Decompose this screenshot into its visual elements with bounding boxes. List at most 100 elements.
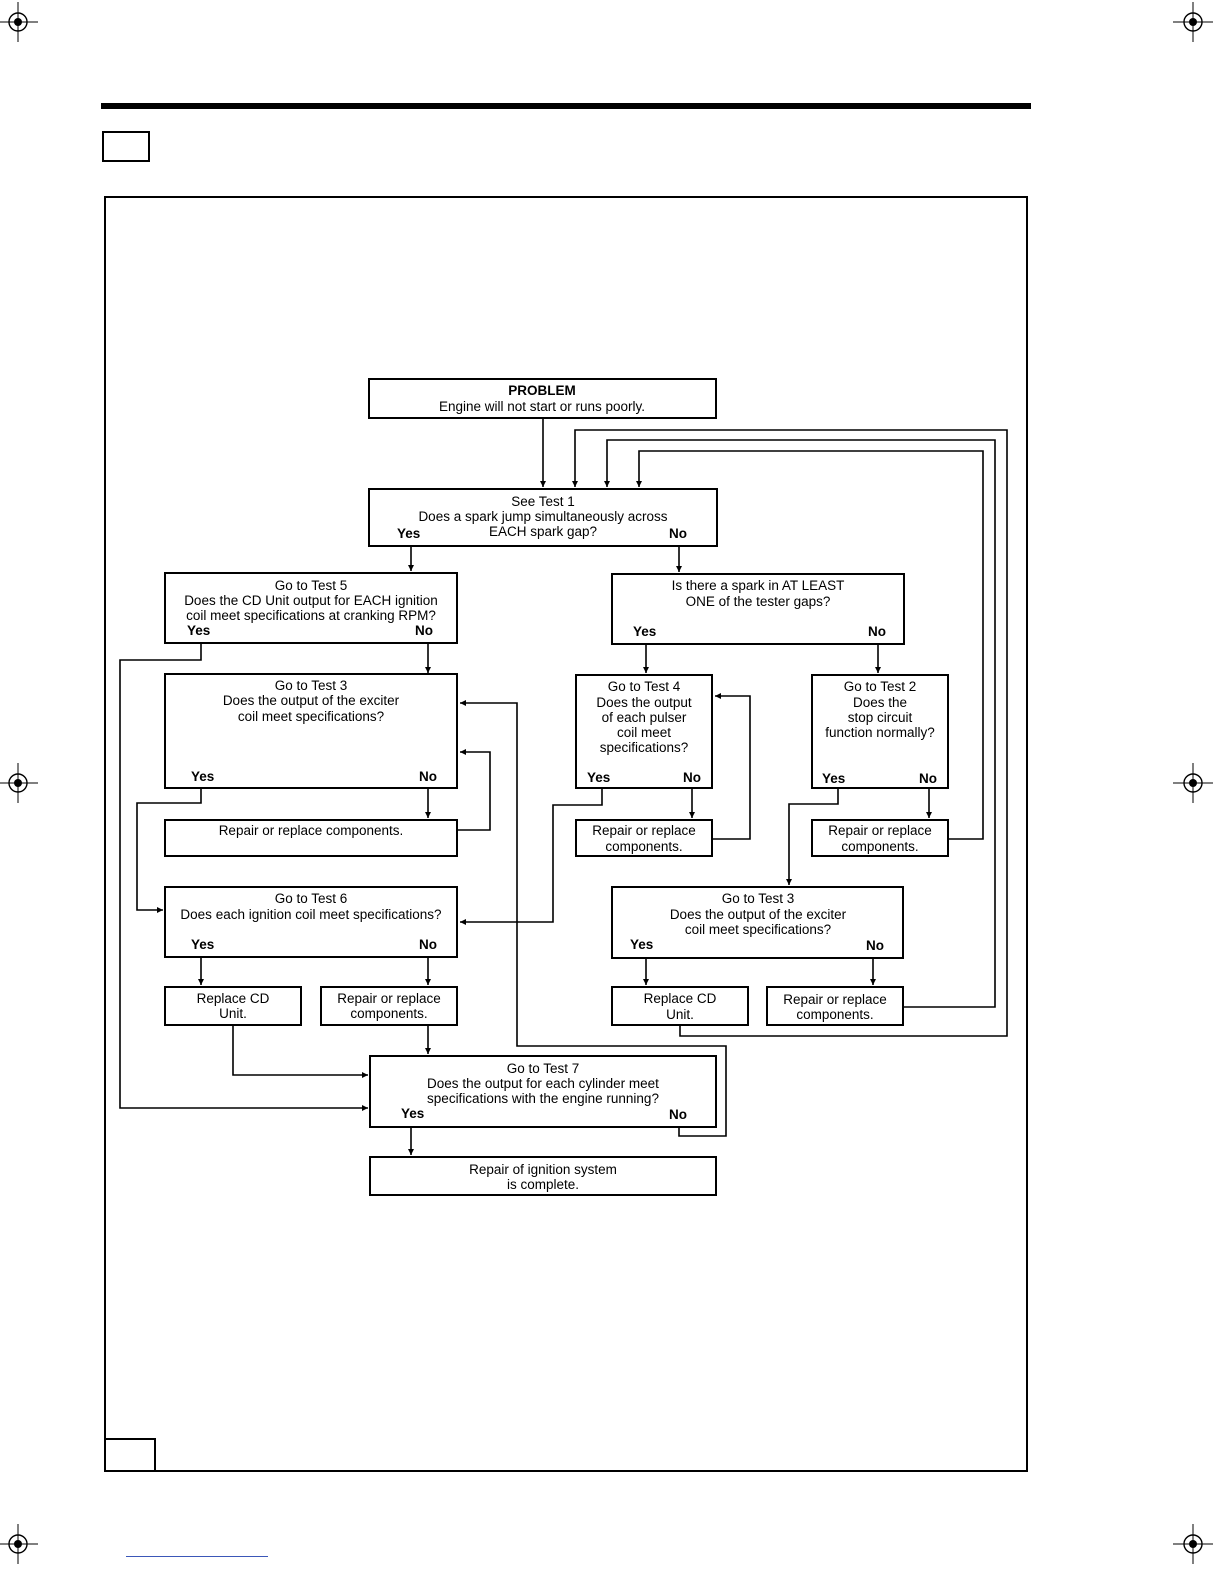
node-text: Does a spark jump simultaneously across — [418, 509, 667, 524]
node-text: stop circuit — [848, 710, 913, 725]
node-test3-right: Go to Test 3 Does the output of the exci… — [611, 886, 904, 959]
connector-loop-repair-test2-to-test1 — [636, 450, 984, 840]
connector-test4-yes-to-test6 — [460, 788, 603, 925]
node-text: coil meet specifications? — [685, 922, 831, 937]
no-label: No — [419, 937, 437, 952]
page-number-tab — [104, 1438, 156, 1472]
node-text: See Test 1 — [511, 494, 575, 509]
node-complete: Repair of ignition system is complete. — [369, 1156, 717, 1196]
node-text: components. — [841, 839, 918, 854]
node-tester-gaps: Is there a spark in AT LEAST ONE of the … — [611, 573, 905, 645]
node-text: Go to Test 3 — [722, 891, 795, 906]
yes-label: Yes — [191, 937, 214, 952]
node-text: Go to Test 2 — [844, 679, 917, 694]
no-label: No — [868, 624, 886, 639]
node-repair-test4: Repair or replace components. — [575, 819, 713, 857]
node-text: EACH spark gap? — [489, 524, 597, 539]
footer-link — [126, 1556, 268, 1557]
no-label: No — [669, 1107, 687, 1122]
node-text: coil meet specifications at cranking RPM… — [186, 608, 436, 623]
yes-label: Yes — [401, 1106, 424, 1121]
yes-label: Yes — [187, 623, 210, 638]
no-label: No — [866, 938, 884, 953]
yes-label: Yes — [191, 769, 214, 784]
no-label: No — [683, 770, 701, 785]
node-text: Repair or replace — [783, 992, 887, 1007]
node-test1: See Test 1 Does a spark jump simultaneou… — [368, 488, 718, 547]
diagram-frame — [104, 196, 1028, 1472]
node-text: is complete. — [507, 1177, 579, 1192]
node-repair-test3-right: Repair or replace components. — [766, 986, 904, 1026]
node-text: Unit. — [666, 1007, 694, 1022]
connector-test7-no-loop — [460, 700, 727, 1137]
yes-label: Yes — [630, 937, 653, 952]
registration-mark-icon — [0, 2, 38, 42]
node-text: specifications with the engine running? — [427, 1091, 659, 1106]
no-label: No — [669, 526, 687, 541]
no-label: No — [919, 771, 937, 786]
connector-test5-yes-to-test7 — [119, 643, 368, 1111]
node-test2: Go to Test 2 Does the stop circuit funct… — [811, 674, 949, 789]
node-replace-cd-left: Replace CD Unit. — [164, 986, 302, 1026]
node-text: Does the — [853, 695, 907, 710]
connector-repair-test4-loop — [713, 693, 751, 840]
node-test4: Go to Test 4 Does the output of each pul… — [575, 674, 713, 789]
node-problem: PROBLEM Engine will not start or runs po… — [368, 378, 717, 419]
node-text: components. — [350, 1006, 427, 1021]
node-text: of each pulser — [602, 710, 687, 725]
connector-replace-cd-left-to-test7 — [232, 1025, 368, 1078]
node-test5: Go to Test 5 Does the CD Unit output for… — [164, 572, 458, 644]
node-repair-test6: Repair or replace components. — [320, 986, 458, 1026]
registration-mark-icon — [0, 763, 38, 803]
node-text: Replace CD — [197, 991, 270, 1006]
section-tab — [102, 131, 150, 162]
yes-label: Yes — [633, 624, 656, 639]
connector-repair-left-loop — [458, 749, 491, 831]
connector-test3-left-yes-to-test6 — [136, 788, 202, 913]
connector-test2-yes-to-test3-right — [786, 788, 839, 885]
yes-label: Yes — [822, 771, 845, 786]
node-test7: Go to Test 7 Does the output for each cy… — [369, 1055, 717, 1128]
node-text: Does the output for each cylinder meet — [427, 1076, 659, 1091]
node-text: Go to Test 6 — [275, 891, 348, 906]
node-text: coil meet — [617, 725, 671, 740]
node-text: function normally? — [825, 725, 935, 740]
node-text: Does the CD Unit output for EACH ignitio… — [184, 593, 438, 608]
registration-mark-icon — [1173, 763, 1213, 803]
node-text: Go to Test 4 — [608, 679, 681, 694]
connector-loop-repair-test3-right-to-test1 — [604, 439, 996, 1008]
node-text: specifications? — [600, 740, 689, 755]
node-text: Does each ignition coil meet specificati… — [180, 907, 441, 922]
node-text: Go to Test 3 — [275, 678, 348, 693]
connector-loop-test3-right-to-test1 — [572, 429, 1008, 1037]
yes-label: Yes — [397, 526, 420, 541]
registration-mark-icon — [1173, 2, 1213, 42]
node-text: Does the output of the exciter — [223, 693, 400, 708]
node-text: Replace CD — [644, 991, 717, 1006]
node-text: components. — [605, 839, 682, 854]
node-text: coil meet specifications? — [238, 709, 384, 724]
node-text: PROBLEM — [508, 383, 576, 398]
registration-mark-icon — [0, 1524, 38, 1564]
node-test6: Go to Test 6 Does each ignition coil mee… — [164, 886, 458, 958]
node-text: Does the output — [596, 695, 692, 710]
node-replace-cd-right: Replace CD Unit. — [611, 986, 749, 1026]
node-text: Repair or replace — [592, 823, 696, 838]
node-text: ONE of the tester gaps? — [686, 594, 831, 609]
node-text: components. — [796, 1007, 873, 1022]
header-rule — [101, 103, 1031, 109]
connectors — [119, 418, 1008, 1155]
node-text: Go to Test 5 — [275, 578, 348, 593]
no-label: No — [419, 769, 437, 784]
node-text: Does the output of the exciter — [670, 907, 847, 922]
node-text: Repair or replace components. — [219, 823, 404, 838]
node-text: Repair of ignition system — [469, 1162, 617, 1177]
node-text: Go to Test 7 — [507, 1061, 580, 1076]
node-repair-test2: Repair or replace components. — [811, 819, 949, 857]
node-repair-left: Repair or replace components. — [164, 819, 458, 857]
node-text: Repair or replace — [828, 823, 932, 838]
no-label: No — [415, 623, 433, 638]
node-text: Repair or replace — [337, 991, 441, 1006]
node-test3-left: Go to Test 3 Does the output of the exci… — [164, 673, 458, 789]
